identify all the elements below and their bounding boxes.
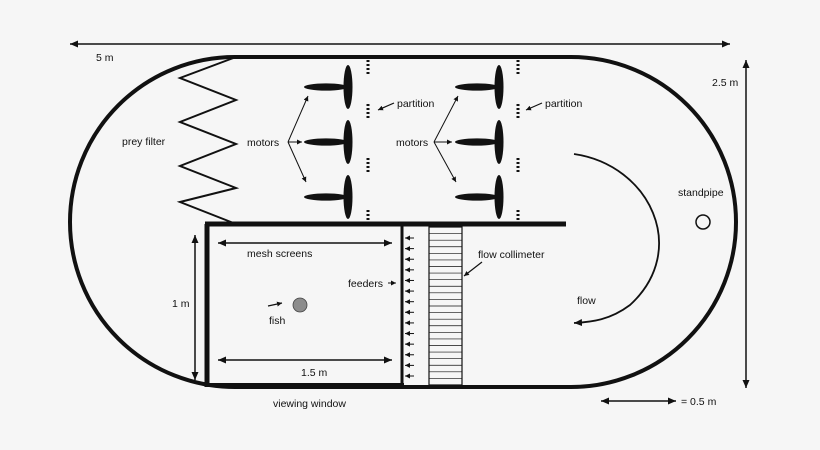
motor-body (455, 138, 499, 146)
collimeter-slats (429, 233, 462, 379)
motor-body (304, 83, 348, 91)
motor-propeller (343, 175, 353, 219)
feeders-label: feeders (348, 278, 383, 290)
height-label: 2.5 m (712, 77, 739, 89)
partition-label-right: partition (545, 98, 583, 110)
motor-body (304, 193, 348, 201)
motors-group (304, 65, 504, 219)
motor-callouts-right (433, 95, 459, 183)
motor-right-2 (455, 120, 504, 164)
motor-body (455, 193, 499, 201)
motor-right-3 (455, 175, 504, 219)
motor-right-1 (455, 65, 504, 109)
fish-circle (292, 297, 308, 313)
motor-propeller (494, 120, 504, 164)
standpipe-label: standpipe (678, 187, 724, 199)
motor-left-2 (304, 120, 353, 164)
partition-arrow-right (525, 102, 543, 111)
motor-propeller (494, 175, 504, 219)
motor-body (304, 138, 348, 146)
fish-label: fish (269, 315, 286, 327)
one-m-label: 1 m (172, 298, 190, 310)
motor-left-3 (304, 175, 353, 219)
one-five-m-label: 1.5 m (301, 367, 328, 379)
motors-label-left: motors (247, 137, 279, 149)
motor-propeller (494, 65, 504, 109)
partitions-group (366, 60, 520, 220)
flow-arrow (573, 153, 660, 327)
prey-filter-zigzag (176, 56, 240, 225)
motor-propeller (343, 120, 353, 164)
motor-propeller (343, 65, 353, 109)
feeders-group (405, 235, 414, 379)
partition-label-left: partition (397, 98, 435, 110)
motor-callouts-left (287, 95, 309, 183)
collimeter-pointer (463, 261, 483, 277)
partition-arrow-left (377, 102, 395, 111)
mesh-screens-label: mesh screens (247, 248, 312, 260)
motor-left-1 (304, 65, 353, 109)
viewing-window-label: viewing window (273, 398, 346, 410)
flow-label: flow (577, 295, 596, 307)
motors-label-right: motors (396, 137, 428, 149)
fish-direction-arrow (267, 301, 283, 307)
flow-collimeter-label: flow collimeter (478, 249, 545, 261)
standpipe-circle (695, 214, 711, 230)
scale-bar-label: = 0.5 m (681, 396, 717, 408)
prey-filter-label: prey filter (122, 136, 166, 148)
width-label: 5 m (96, 52, 114, 64)
motor-body (455, 83, 499, 91)
